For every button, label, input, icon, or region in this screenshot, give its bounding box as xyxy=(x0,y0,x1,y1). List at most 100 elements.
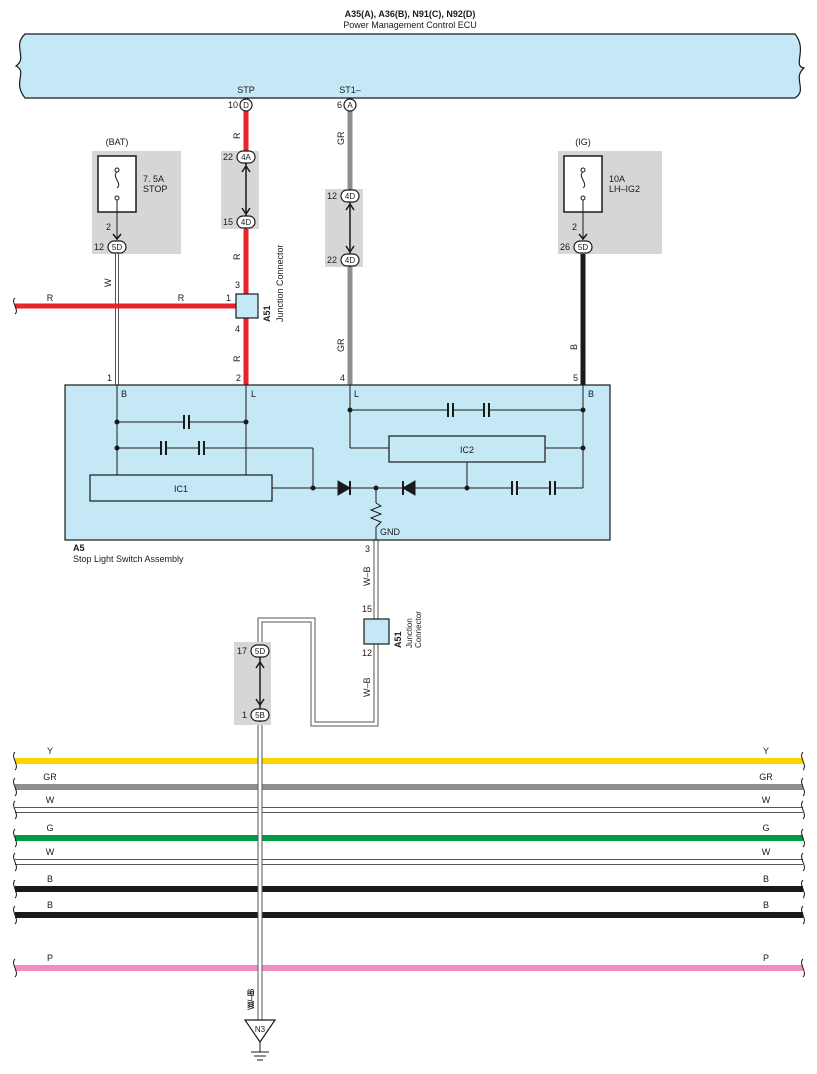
bus-wire-label-left: W xyxy=(46,795,55,805)
switch-name: Stop Light Switch Assembly xyxy=(73,554,184,564)
fuse-stop-rating: 7. 5A xyxy=(143,174,164,184)
svg-text:L: L xyxy=(354,389,359,399)
inline-connector-5d-5b: 5D 17 5B 1 xyxy=(234,642,271,725)
bus-wire-label-left: G xyxy=(46,823,53,833)
svg-text:1: 1 xyxy=(226,293,231,303)
bus-wire-label-right: W xyxy=(762,795,771,805)
bus-wire-label-right: GR xyxy=(759,772,773,782)
bus-wire-label-right: B xyxy=(763,900,769,910)
svg-text:12: 12 xyxy=(94,242,104,252)
ic1-label: IC1 xyxy=(174,484,188,494)
junction-connector-lower: 15 12 A51 Junction Connector xyxy=(362,604,423,658)
fuse-stop-name: STOP xyxy=(143,184,167,194)
wire-label-gnd-1: W–B xyxy=(362,566,372,586)
bus-wire-label-right: P xyxy=(763,953,769,963)
wire-break-mark xyxy=(13,297,17,315)
ic1-box xyxy=(89,474,273,502)
svg-text:1: 1 xyxy=(107,373,112,383)
svg-text:26: 26 xyxy=(560,242,570,252)
wire-label-gnd-3: W–B xyxy=(246,990,256,1010)
wire-label-stp-3: R xyxy=(232,355,242,362)
svg-text:15: 15 xyxy=(223,217,233,227)
bus-wire-label-right: W xyxy=(762,847,771,857)
ic2-label: IC2 xyxy=(460,445,474,455)
bus-wire-label-left: GR xyxy=(43,772,57,782)
inline-connector-4d-4d: 4D 12 4D 22 xyxy=(325,189,363,267)
svg-text:15: 15 xyxy=(362,604,372,614)
svg-text:A51: A51 xyxy=(393,631,403,648)
svg-text:GND: GND xyxy=(380,527,401,537)
svg-text:2: 2 xyxy=(236,373,241,383)
svg-text:3: 3 xyxy=(365,544,370,554)
svg-text:22: 22 xyxy=(223,152,233,162)
fuse-stop: (BAT) 7. 5A STOP 2 5D 12 xyxy=(92,137,181,254)
ecu-connector-line: A35(A), A36(B), N91(C), N92(D) xyxy=(345,9,476,19)
svg-text:5D: 5D xyxy=(578,243,588,252)
svg-text:4A: 4A xyxy=(241,153,251,162)
svg-text:5: 5 xyxy=(573,373,578,383)
bus-wire-label-left: B xyxy=(47,874,53,884)
wire-label-stp-2: R xyxy=(232,253,242,260)
svg-text:4: 4 xyxy=(340,373,345,383)
fuse-ig-rating: 10A xyxy=(609,174,625,184)
switch-assembly: 1 2 4 5 B L L B GND 3 xyxy=(64,373,611,554)
fuse-stop-source: (BAT) xyxy=(106,137,129,147)
svg-text:12: 12 xyxy=(362,648,372,658)
bus-wire-label-right: G xyxy=(762,823,769,833)
fuse-lh-ig2: (IG) 10A LH–IG2 2 5D 26 xyxy=(558,137,662,254)
ground-code: N3 xyxy=(255,1025,266,1034)
wire-label-ig: B xyxy=(569,344,579,350)
svg-text:L: L xyxy=(251,389,256,399)
bus-wire-label-left: B xyxy=(47,900,53,910)
ecu-term-st1: ST1– xyxy=(339,85,361,95)
svg-text:4D: 4D xyxy=(345,256,355,265)
svg-text:5D: 5D xyxy=(255,647,265,656)
svg-text:12: 12 xyxy=(327,191,337,201)
fuse-ig-name: LH–IG2 xyxy=(609,184,640,194)
svg-text:5D: 5D xyxy=(112,243,122,252)
svg-text:10: 10 xyxy=(228,100,238,110)
svg-text:17: 17 xyxy=(237,646,247,656)
ecu-box xyxy=(14,33,806,99)
svg-text:Connector: Connector xyxy=(414,611,423,648)
bus-wire-label-left: P xyxy=(47,953,53,963)
svg-text:4D: 4D xyxy=(345,192,355,201)
ecu-name: Power Management Control ECU xyxy=(343,20,477,30)
wire-label-gnd-bottom: W–B xyxy=(246,988,256,1008)
wire-label-st1-1: GR xyxy=(336,131,346,145)
wire-label-bat: W xyxy=(103,278,113,287)
svg-text:B: B xyxy=(588,389,594,399)
svg-text:D: D xyxy=(243,101,249,110)
fuse-ig-source: (IG) xyxy=(575,137,591,147)
bus-wire-label-right: Y xyxy=(763,746,769,756)
bus-wire-label-right: B xyxy=(763,874,769,884)
svg-text:B: B xyxy=(121,389,127,399)
inline-connector-4a-4d: 4A 22 4D 15 xyxy=(221,150,259,229)
bus-wire-label-left: Y xyxy=(47,746,53,756)
wire-label-left-1: R xyxy=(47,293,54,303)
junction-connector-upper: 3 1 4 A51 Junction Connector xyxy=(226,244,285,334)
svg-text:Junction: Junction xyxy=(405,618,414,648)
bus-wire-label-left: W xyxy=(46,847,55,857)
svg-text:A51: A51 xyxy=(262,305,272,322)
svg-text:4D: 4D xyxy=(241,218,251,227)
svg-text:A: A xyxy=(347,101,353,110)
svg-text:3: 3 xyxy=(235,280,240,290)
wire-label-gnd-2: W–B xyxy=(362,677,372,697)
svg-text:6: 6 xyxy=(337,100,342,110)
ecu-term-stp: STP xyxy=(237,85,255,95)
ecu-pin-st1: 6 A xyxy=(337,98,357,112)
ground-n3: N3 xyxy=(243,1019,277,1061)
switch-code: A5 xyxy=(73,543,85,553)
svg-text:1: 1 xyxy=(242,710,247,720)
wire-label-stp-1: R xyxy=(232,132,242,139)
wire-label-left-2: R xyxy=(178,293,185,303)
wire-labels: R R R GR GR W B R R W–B W–B W–B xyxy=(47,131,579,1010)
